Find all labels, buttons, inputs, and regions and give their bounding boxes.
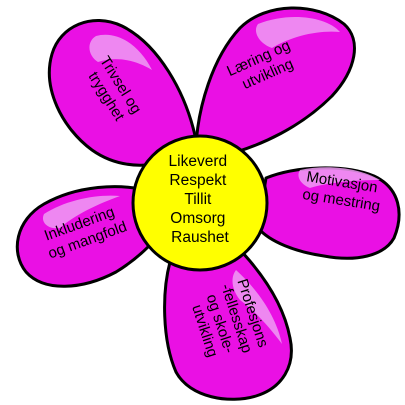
center-values: Likeverd Respekt Tillit Omsorg Raushet: [169, 153, 232, 246]
center-disk: [131, 134, 269, 272]
center-value-likeverd: Likeverd: [169, 153, 228, 170]
petal-profesjon-shape: [163, 250, 293, 401]
center-value-tillit: Tillit: [184, 191, 212, 208]
petal-motivasjon-gloss: [298, 167, 380, 188]
petal-profesjon-gloss: [232, 270, 282, 344]
petal-inkludering-gloss: [42, 195, 120, 229]
petal-laering: Læring og utvikling: [194, 6, 356, 158]
flower-center: Likeverd Respekt Tillit Omsorg Raushet: [131, 134, 269, 272]
petal-laering-shape: [194, 6, 356, 158]
petal-motivasjon: Motivasjon og mestring: [256, 166, 401, 260]
petal-laering-gloss: [255, 17, 340, 48]
center-value-omsorg: Omsorg: [170, 210, 225, 227]
petal-trivsel-shape: [47, 19, 198, 167]
center-value-respekt: Respekt: [169, 172, 227, 189]
petal-trivsel: Trivsel og trygghet: [47, 19, 198, 167]
petal-trivsel-gloss: [89, 34, 152, 70]
petal-profesjon: Profesjons -fellesskap og skole- utvikli…: [163, 250, 293, 401]
petal-inkludering: Inkludering og mangfold: [15, 185, 168, 288]
center-value-raushet: Raushet: [171, 229, 229, 246]
